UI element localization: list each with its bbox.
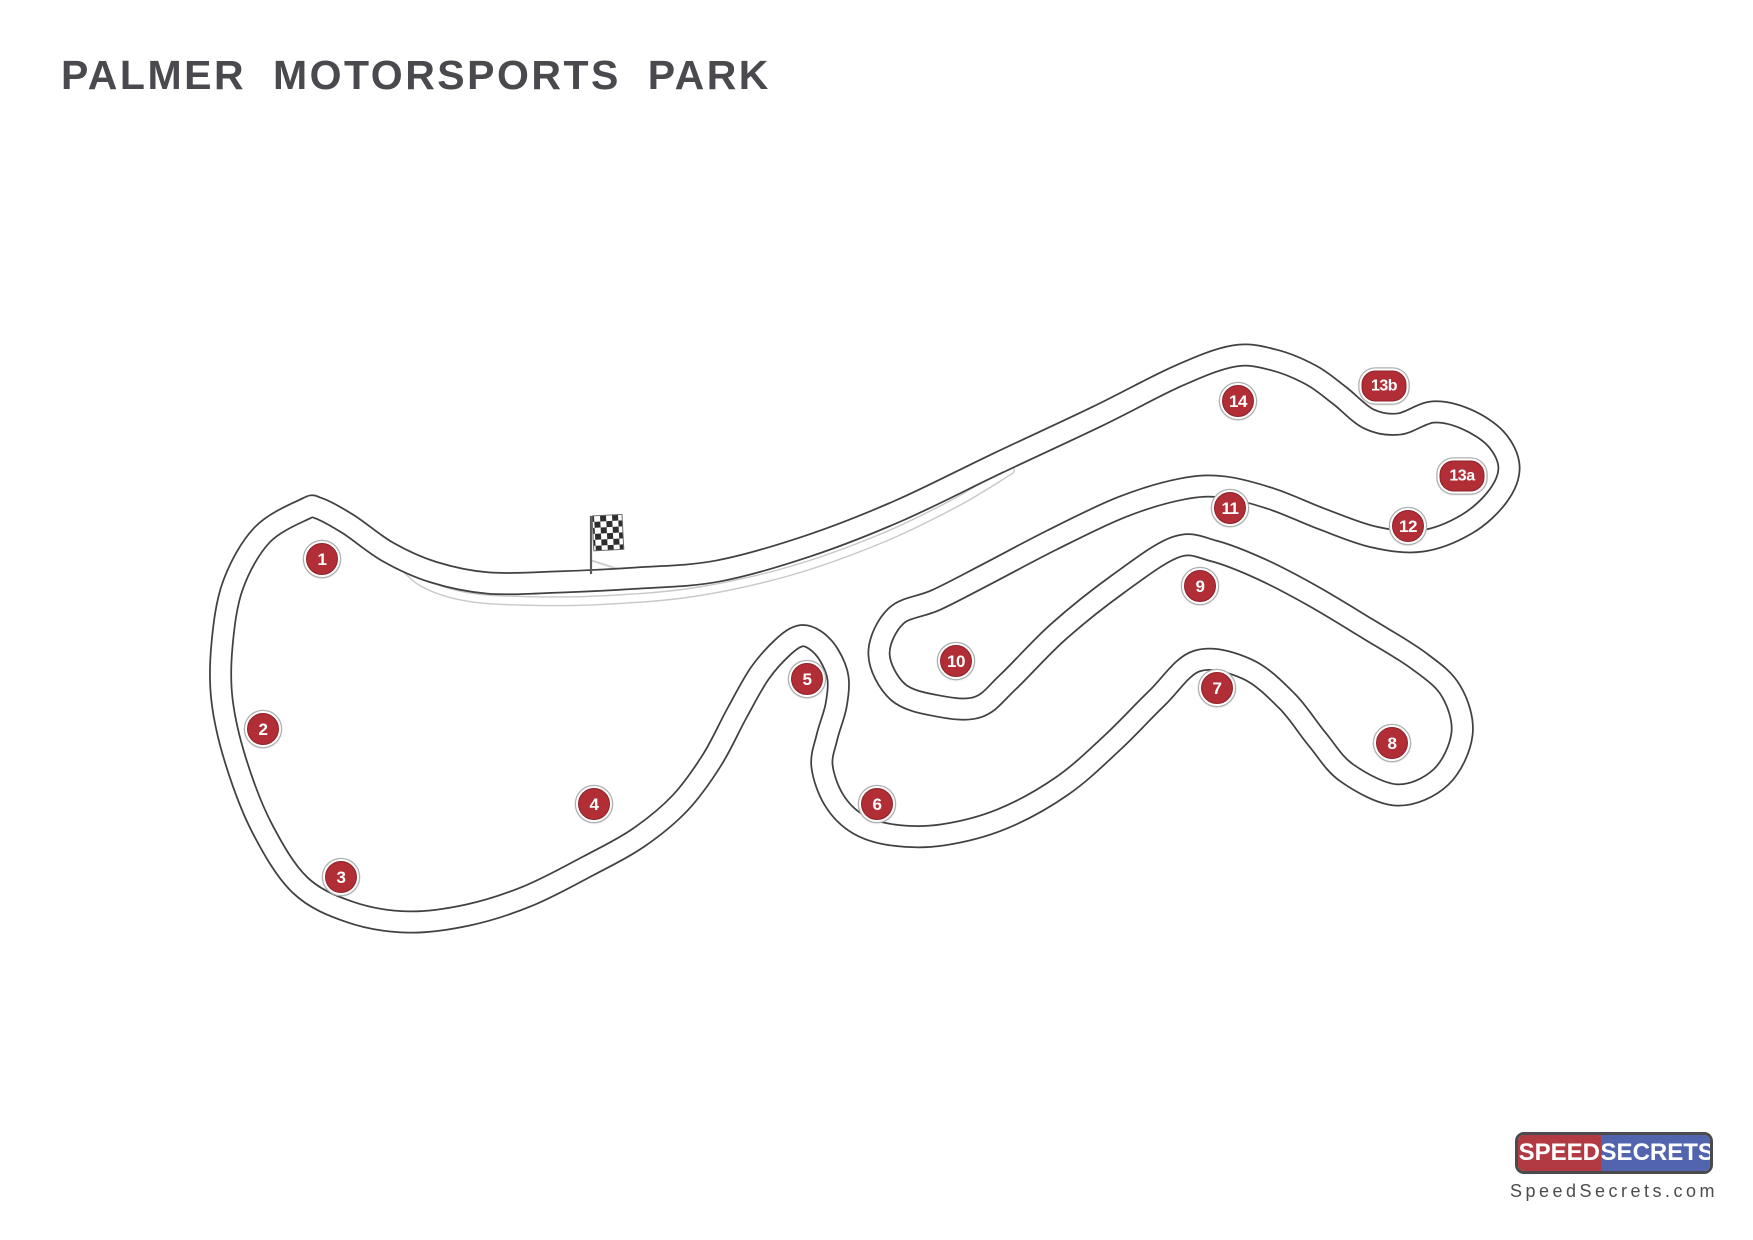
turn-marker-12: 12 xyxy=(1390,508,1426,544)
turn-marker-label: 4 xyxy=(589,794,599,814)
turn-marker-label: 1 xyxy=(317,549,327,569)
logo-speed-segment: SPEED xyxy=(1518,1135,1601,1171)
turn-marker-9: 9 xyxy=(1182,568,1218,604)
logo-secrets-segment: SECRETS xyxy=(1600,1135,1710,1171)
turn-marker-5: 5 xyxy=(789,661,825,697)
page-title: PALMER MOTORSPORTS PARK xyxy=(61,52,771,98)
turn-marker-label: 9 xyxy=(1195,576,1205,596)
turn-marker-7: 7 xyxy=(1199,670,1235,706)
turn-marker-13b: 13b xyxy=(1359,368,1409,404)
turn-marker-label: 6 xyxy=(872,794,882,814)
turn-marker-3: 3 xyxy=(323,859,359,895)
start-finish-flag-icon xyxy=(589,513,625,574)
turn-marker-11: 11 xyxy=(1212,490,1248,526)
turn-marker-label: 10 xyxy=(947,651,965,671)
turn-marker-8: 8 xyxy=(1374,725,1410,761)
turn-marker-label: 14 xyxy=(1229,391,1247,411)
turn-marker-10: 10 xyxy=(938,643,974,679)
turn-marker-label: 13a xyxy=(1449,467,1475,484)
turn-marker-label: 13b xyxy=(1370,377,1398,394)
turn-marker-label: 2 xyxy=(258,719,268,739)
turn-marker-1: 1 xyxy=(304,541,340,577)
pit-lane-road xyxy=(385,466,1014,605)
checkered-flag-cloth xyxy=(591,513,625,552)
turn-marker-label: 12 xyxy=(1399,516,1417,536)
turn-marker-6: 6 xyxy=(859,786,895,822)
turn-marker-label: 7 xyxy=(1212,678,1222,698)
turn-marker-2: 2 xyxy=(245,711,281,747)
track-road xyxy=(210,345,1519,932)
turn-marker-label: 5 xyxy=(802,669,812,689)
turn-marker-13a: 13a xyxy=(1437,458,1487,494)
turn-marker-4: 4 xyxy=(576,786,612,822)
website-url[interactable]: SpeedSecrets.com xyxy=(1509,1181,1719,1201)
turn-marker-label: 3 xyxy=(336,867,346,887)
turn-marker-label: 8 xyxy=(1387,733,1397,753)
turn-marker-label: 11 xyxy=(1221,498,1239,518)
speed-secrets-logo[interactable]: SPEED SECRETS xyxy=(1515,1132,1713,1174)
turn-marker-14: 14 xyxy=(1220,383,1256,419)
